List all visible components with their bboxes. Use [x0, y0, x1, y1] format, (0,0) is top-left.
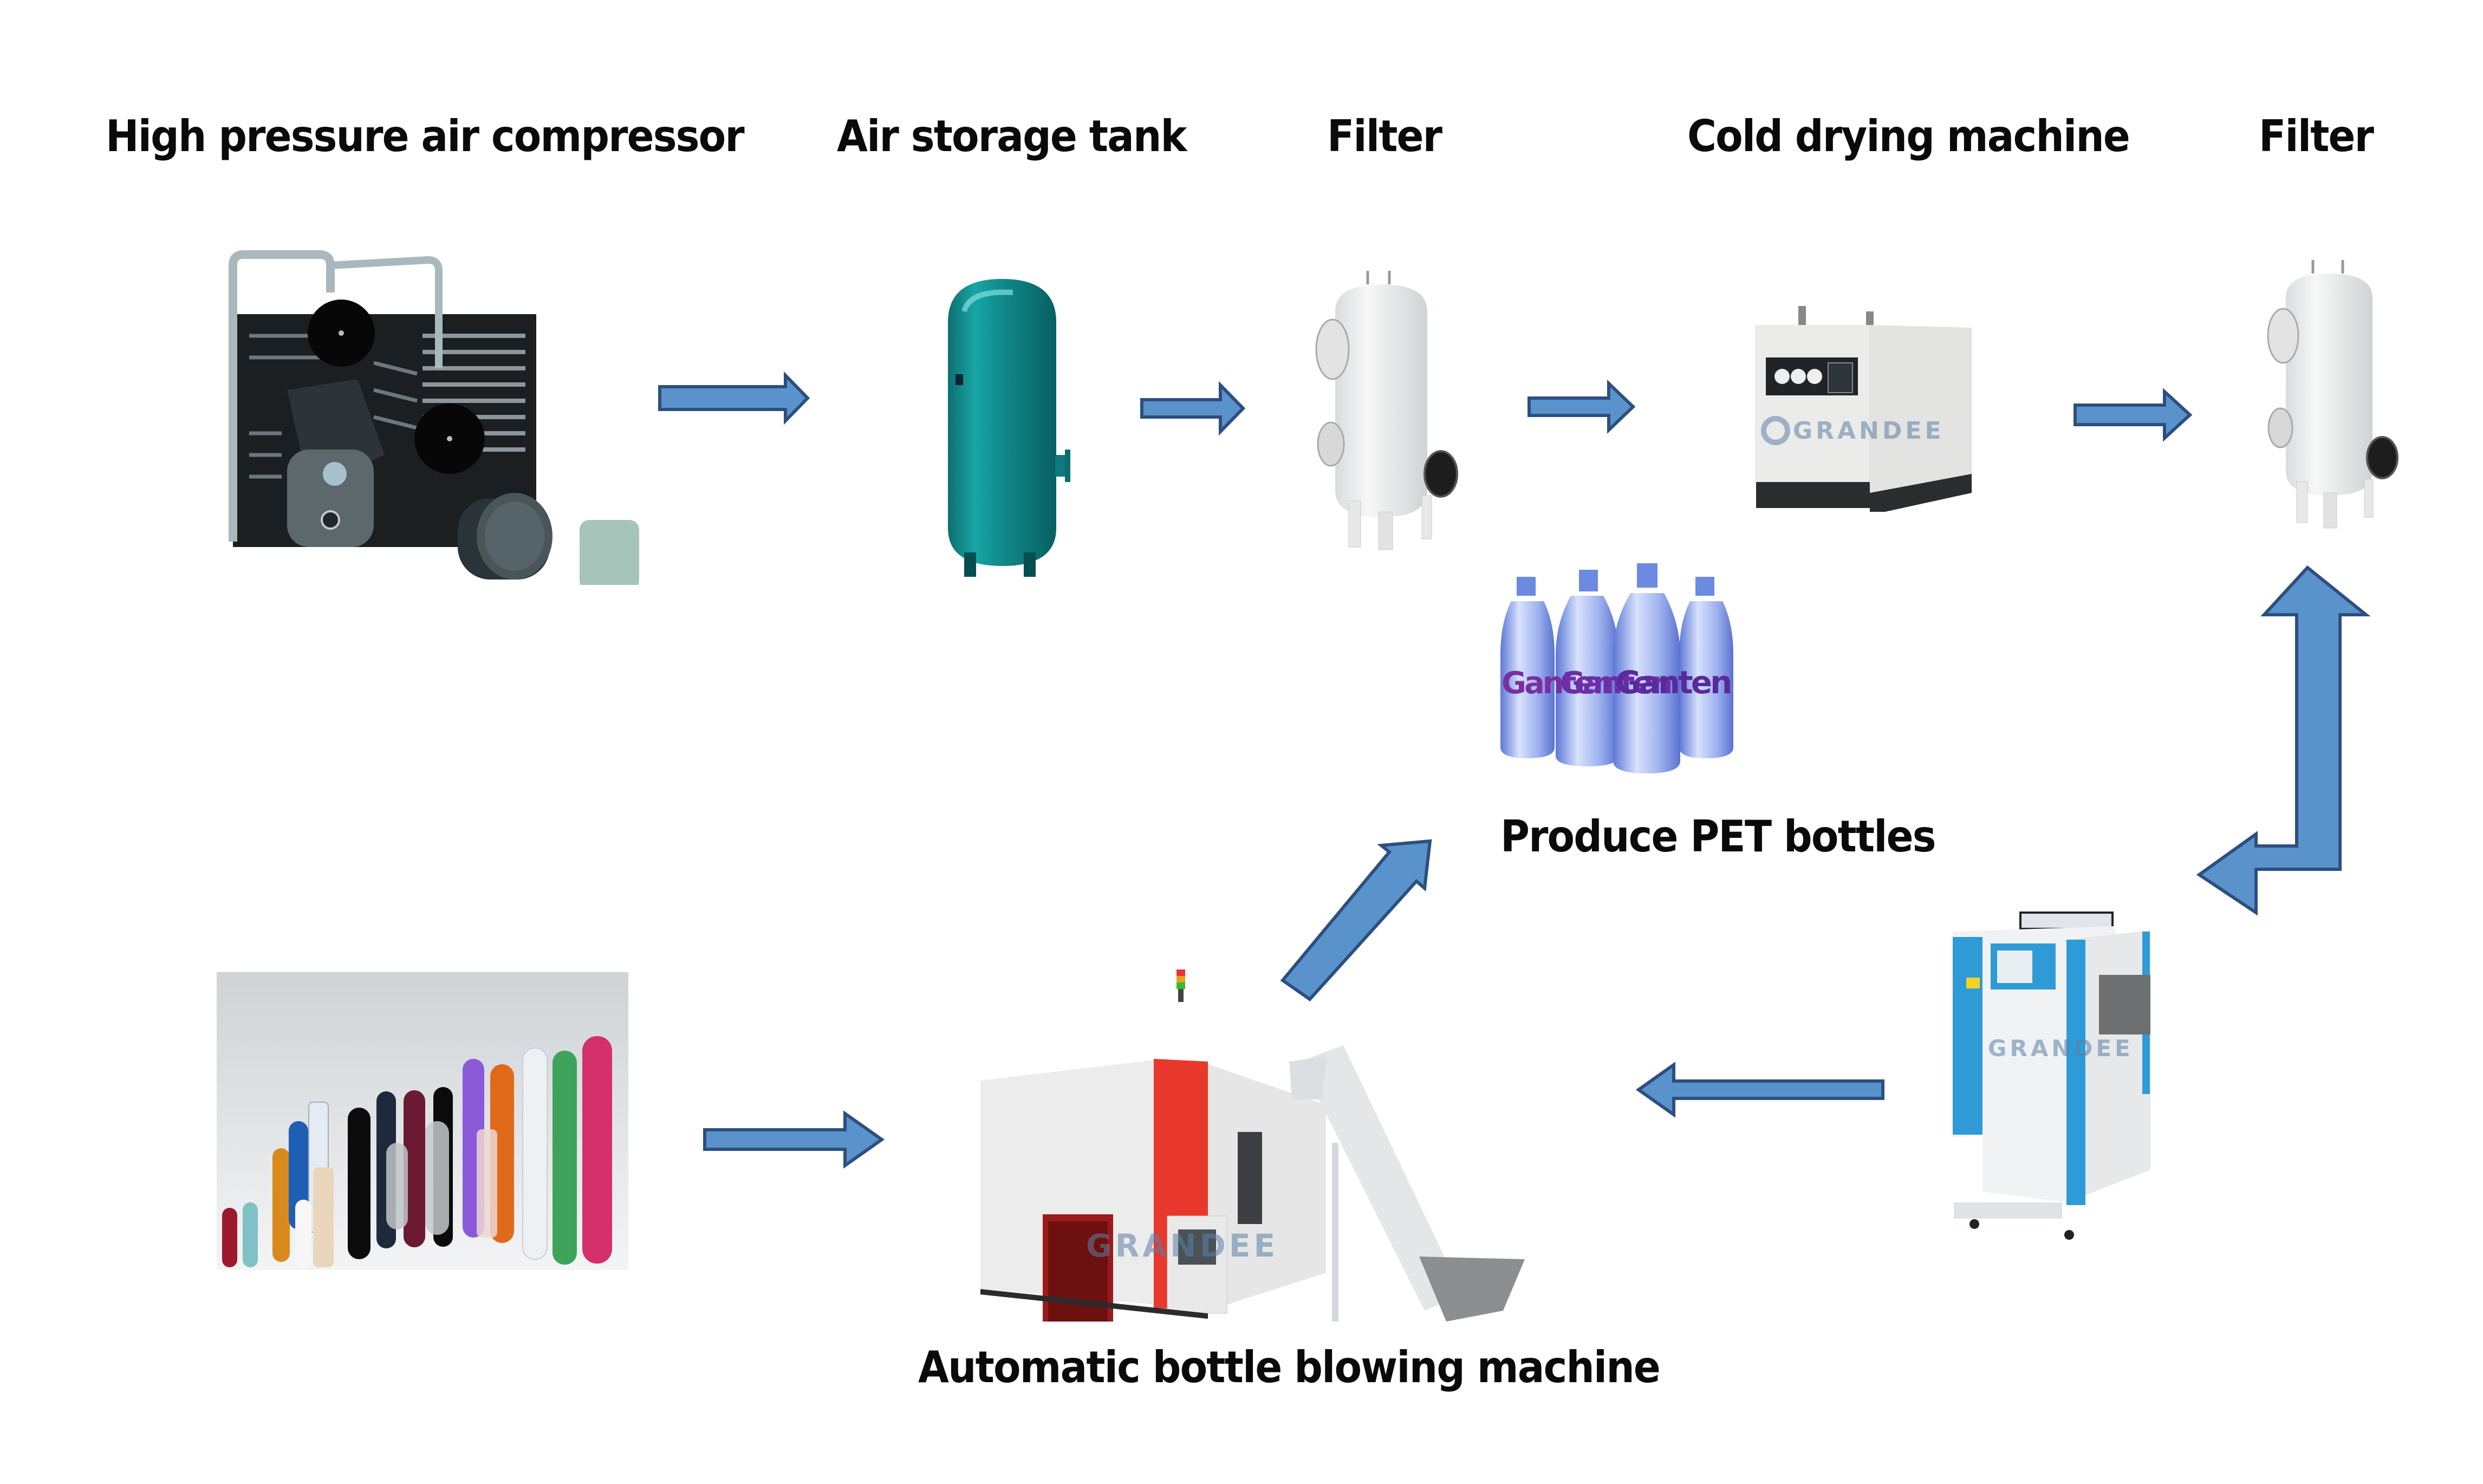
filter-1-icon: [1315, 271, 1458, 550]
grandee-watermark: GRANDEE: [1988, 1035, 2134, 1062]
arrow-chiller-to-blower: [1635, 1062, 1884, 1118]
arrow-preforms-to-blower: [703, 1110, 885, 1169]
preform: [552, 1051, 577, 1265]
arrow-tank-to-filter: [1140, 381, 1246, 436]
preform: [582, 1036, 612, 1264]
preform: [272, 1148, 290, 1262]
preform: [386, 1143, 408, 1229]
label-filter-1: Filter: [1327, 111, 1442, 161]
bottle: [1679, 577, 1733, 758]
preform: [522, 1047, 548, 1260]
air-compressor-icon: [229, 250, 639, 585]
bottle-brand-label: Ganten: [1615, 664, 1730, 701]
arrow-filter-to-dryer: [1528, 379, 1636, 434]
grandee-watermark: GRANDEE: [1086, 1227, 1278, 1264]
preform: [404, 1090, 425, 1247]
grandee-watermark: GRANDEE: [1793, 417, 1945, 445]
label-air-compressor: High pressure air compressor: [106, 111, 745, 161]
arrow-compressor-to-tank: [658, 371, 810, 425]
bottle: [1556, 570, 1618, 766]
preform: [243, 1202, 258, 1267]
preform: [295, 1200, 311, 1267]
arrow-dryer-to-filter: [2074, 388, 2193, 442]
label-filter-2: Filter: [2259, 111, 2374, 161]
label-bottle-blowing-machine: Automatic bottle blowing machine: [918, 1342, 1661, 1392]
bottle-brand-label: Ganten: [1560, 666, 1670, 701]
arrow-filter-chiller-bidirectional: [2196, 565, 2371, 916]
preform: [477, 1129, 497, 1238]
bottle: [1613, 563, 1680, 773]
bottle-brand-label: Ganten: [1502, 666, 1612, 701]
arrow-blower-to-bottles: [1280, 839, 1432, 1001]
pet-bottles-icon: Ganten Ganten Ganten: [1500, 563, 1733, 773]
bottle: [1500, 577, 1555, 758]
label-air-storage-tank: Air storage tank: [837, 111, 1187, 161]
filter-2-icon: [2267, 260, 2398, 529]
preform: [348, 1108, 370, 1259]
bottle-blowing-machine-icon: GRANDEE: [980, 969, 1525, 1322]
label-produce-pet-bottles: Produce PET bottles: [1500, 811, 1936, 862]
water-chiller-icon: GRANDEE: [1953, 912, 2150, 1240]
air-storage-tank-icon: [948, 279, 1070, 577]
preform: [222, 1208, 237, 1267]
preform: [313, 1167, 334, 1267]
cold-drying-machine-icon: GRANDEE: [1755, 306, 1972, 512]
label-cold-drying-machine: Cold drying machine: [1687, 111, 2130, 161]
preform: [425, 1121, 449, 1235]
pet-preforms-icon: [217, 972, 628, 1270]
